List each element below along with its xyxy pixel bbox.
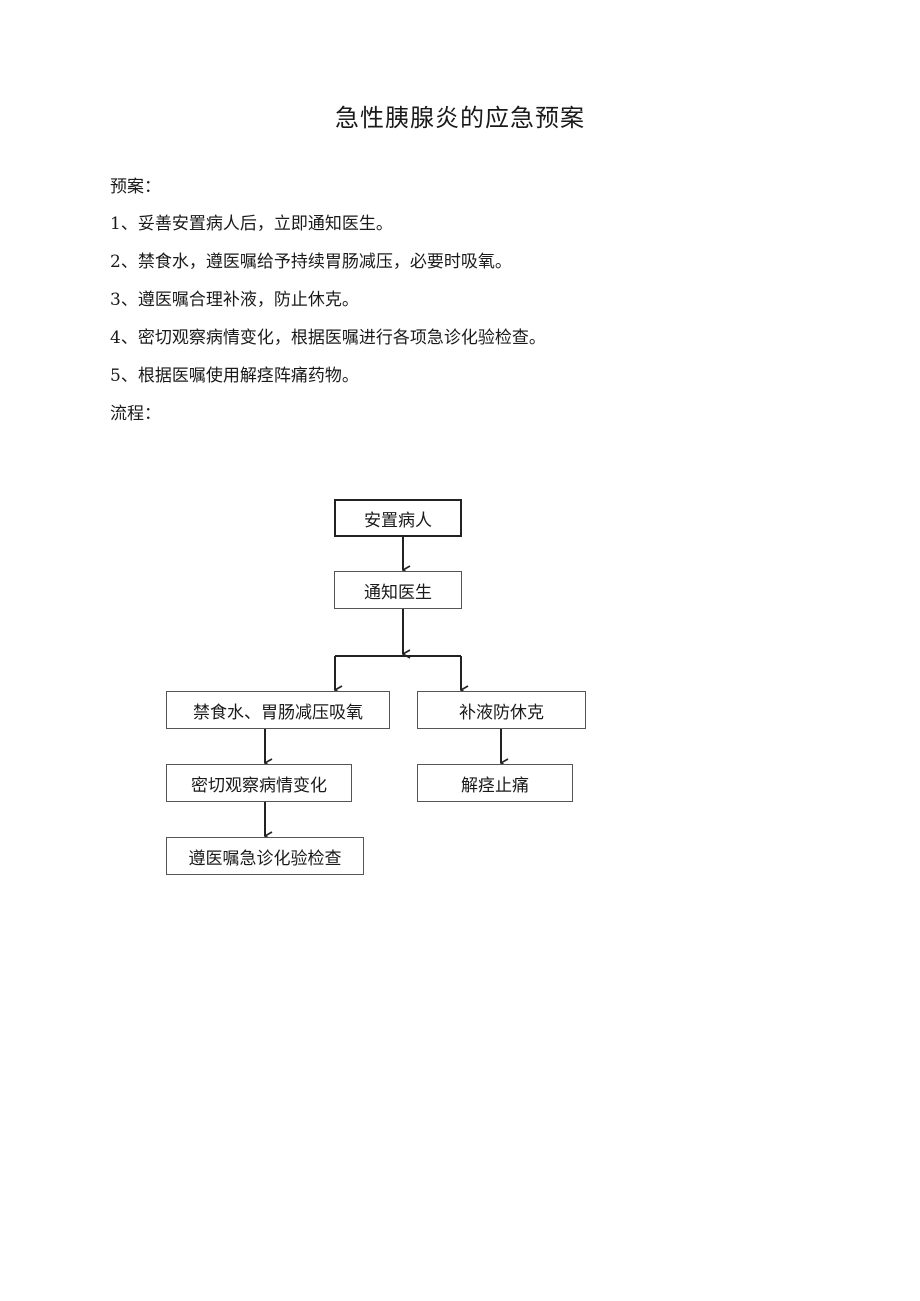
plan-item-1: 1、妥善安置病人后，立即通知医生。 <box>110 214 393 234</box>
flow-node-relieve-pain: 解痉止痛 <box>417 764 573 802</box>
plan-item-2: 2、禁食水，遵医嘱给予持续胃肠减压，必要时吸氧。 <box>110 252 512 272</box>
flow-node-fasting-decompression: 禁食水、胃肠减压吸氧 <box>166 691 390 729</box>
document-title: 急性胰腺炎的应急预案 <box>335 104 585 132</box>
plan-heading: 预案： <box>110 177 161 197</box>
flow-node-observe-condition: 密切观察病情变化 <box>166 764 352 802</box>
plan-item-5: 5、根据医嘱使用解痉阵痛药物。 <box>110 366 359 386</box>
flow-node-notify-doctor: 通知医生 <box>334 571 462 609</box>
flow-node-settle-patient: 安置病人 <box>334 499 462 537</box>
flow-node-emergency-tests: 遵医嘱急诊化验检查 <box>166 837 364 875</box>
flow-heading: 流程： <box>110 404 161 424</box>
plan-item-4: 4、密切观察病情变化，根据医嘱进行各项急诊化验检查。 <box>110 328 546 348</box>
flow-node-fluid-shock: 补液防休克 <box>417 691 586 729</box>
plan-item-3: 3、遵医嘱合理补液，防止休克。 <box>110 290 359 310</box>
